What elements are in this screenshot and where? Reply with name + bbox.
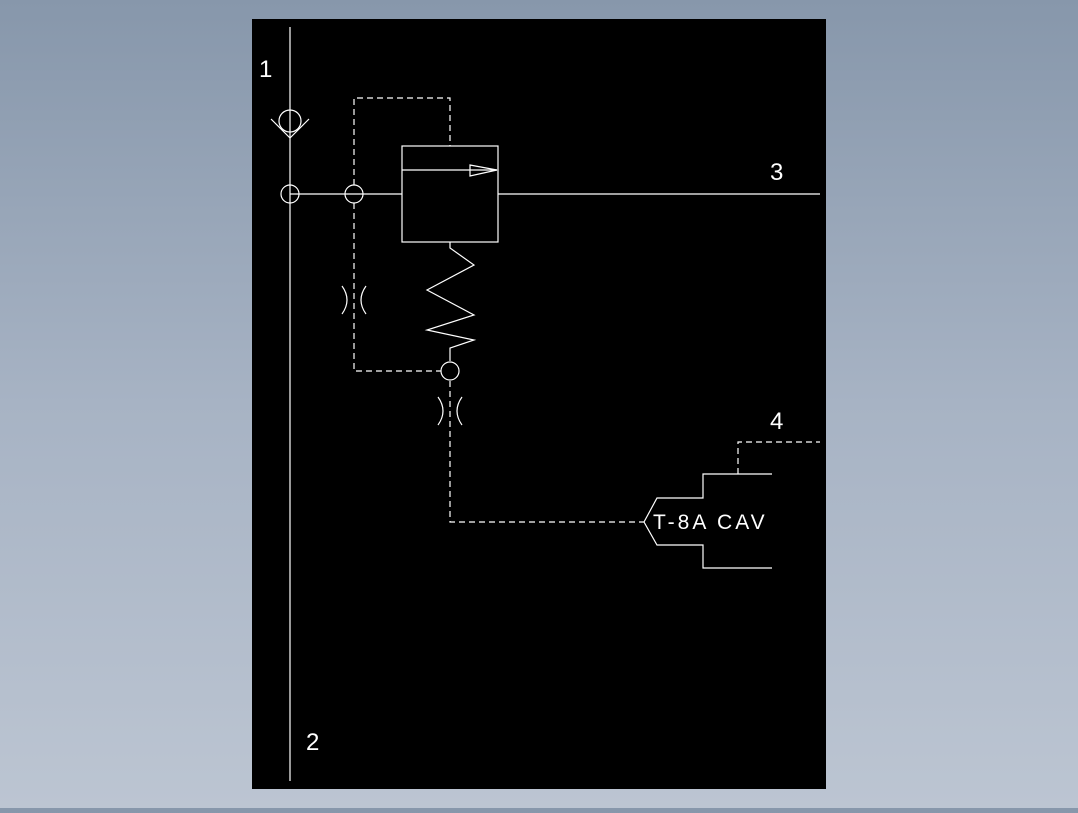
junction-icon	[440, 361, 460, 381]
orifice-icon	[437, 396, 463, 426]
flow-arrow-icon	[469, 164, 498, 177]
pilot-lines	[353, 97, 820, 523]
port-4-label: 4	[770, 408, 783, 435]
junction-icon	[280, 184, 300, 204]
orifice-icon	[341, 285, 367, 315]
port-3-label: 3	[770, 159, 783, 186]
port-1-label: 1	[259, 56, 272, 83]
cavity-outline	[643, 473, 772, 569]
drawing-sheet	[252, 19, 826, 789]
check-valve-icon	[270, 109, 310, 139]
port-2-label: 2	[306, 729, 319, 756]
spring-icon	[424, 242, 477, 361]
cavity-label: T-8A CAV	[653, 511, 768, 534]
